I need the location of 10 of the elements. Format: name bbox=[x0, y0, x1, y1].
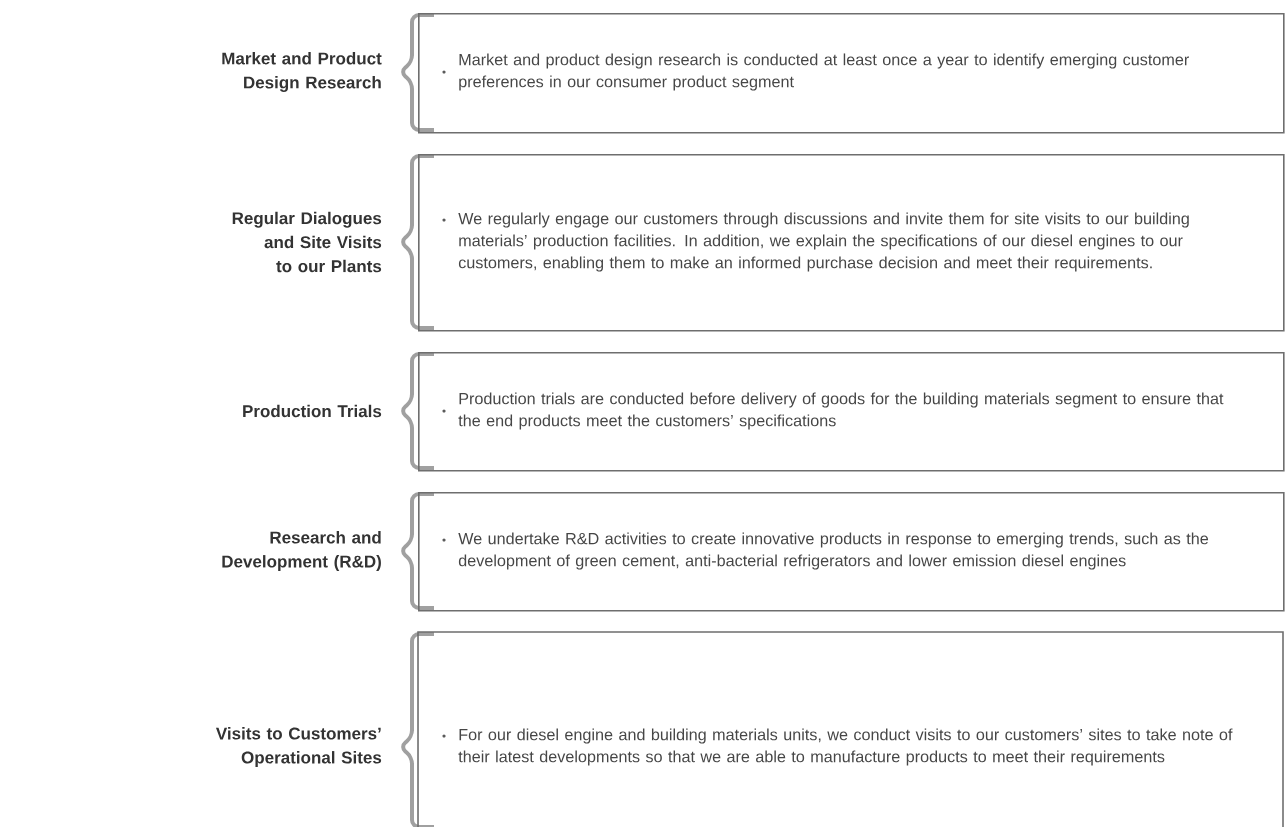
text-box: We regularly engage our customers through discussions and invite them for site visits to our building materials’ production facilities. In addition, we explain the specifications of our diesel engines to our customers, enabling them to make an informed purchase decision and meet their requirements. bbox=[418, 154, 1285, 332]
row-heading: Regular Dialogues and Site Visits to our Plants bbox=[232, 211, 382, 273]
text-box: Production trials are conducted before delivery of goods for the building materials segment to ensure that the end products meet the customers’ specifications bbox=[418, 352, 1285, 472]
text-box: We undertake R&D activities to create innovative products in response to emerging trends, such as the development of green cement, anti-bacterial refrigerators and lower emission diesel engines bbox=[418, 492, 1285, 612]
row-heading: Visits to Customers’ Operational Sites bbox=[215, 727, 382, 767]
text-box: Market and product design research is conducted at least once a year to identify emerging customer preferences in our consumer product segment bbox=[418, 13, 1285, 134]
row-heading: Production Trials bbox=[243, 404, 382, 418]
row-heading: Research and Development (R&D) bbox=[222, 531, 381, 571]
row-heading: Market and Product Design Research bbox=[222, 52, 382, 92]
text-box: For our diesel engine and building materials units, we conduct visits to our customers’ sites to take note of their latest developments so that we are able to manufacture products to meet their requirements bbox=[417, 631, 1284, 827]
